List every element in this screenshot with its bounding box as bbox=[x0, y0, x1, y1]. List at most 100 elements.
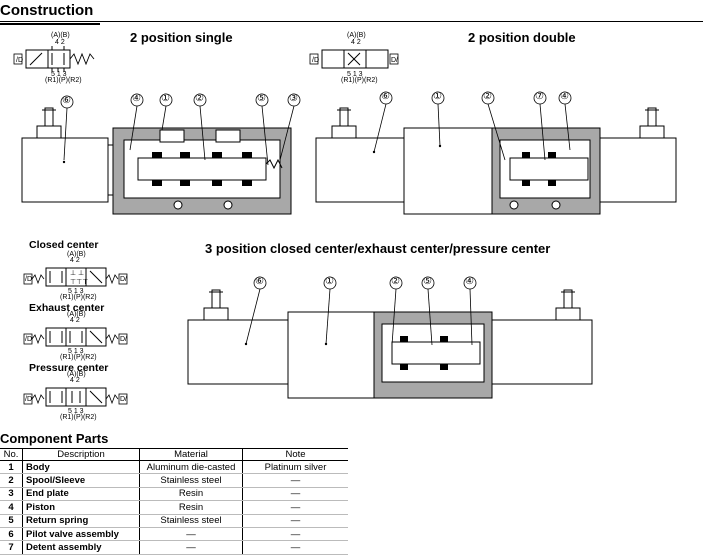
callout-single-1: ① bbox=[161, 93, 170, 104]
callout-three-2: ② bbox=[391, 276, 400, 287]
cell-material: — bbox=[139, 540, 243, 555]
cell-material: Aluminum die-casted bbox=[139, 460, 243, 475]
cell-desc: End plate bbox=[22, 487, 140, 502]
label-exhaust-center: Exhaust center bbox=[29, 302, 105, 314]
symbol-top-nums: 4 2 bbox=[55, 39, 65, 46]
symbol-bottom-ports: (R1)(P)(R2) bbox=[341, 77, 378, 84]
cell-material: Stainless steel bbox=[139, 514, 243, 528]
callout-three-4: ④ bbox=[465, 276, 474, 287]
cell-note: — bbox=[242, 487, 348, 502]
symbol-top-ports: (A)(B) bbox=[67, 371, 86, 378]
page-title: Construction bbox=[0, 2, 94, 19]
symbol-bottom-nums: 5 1 3 bbox=[68, 348, 84, 355]
cell-no: 6 bbox=[0, 527, 23, 542]
symbol-top-ports: (A)(B) bbox=[67, 251, 86, 258]
symbol-top-ports: (A)(B) bbox=[347, 32, 366, 39]
svg-text:D/: D/ bbox=[120, 276, 127, 283]
svg-text:D/: D/ bbox=[120, 336, 127, 343]
cell-no: 7 bbox=[0, 540, 23, 555]
svg-text:⊥ ⊥: ⊥ ⊥ bbox=[70, 270, 84, 277]
symbol-2-position-double: (A)(B) 4 2 /D D/ 5 1 3 (R1)(P)(R2) bbox=[308, 32, 418, 84]
symbol-bottom-nums: 5 1 3 bbox=[68, 408, 84, 415]
symbol-bottom-ports: (R1)(P)(R2) bbox=[45, 77, 82, 84]
callout-double-7: ⑦ bbox=[535, 91, 544, 102]
cell-note: — bbox=[242, 473, 348, 488]
cell-note: — bbox=[242, 527, 348, 542]
label-pressure-center: Pressure center bbox=[29, 362, 109, 374]
cell-material: — bbox=[139, 527, 243, 542]
symbol-bottom-ports: (R1)(P)(R2) bbox=[60, 354, 97, 361]
label-2-position-double: 2 position double bbox=[468, 30, 576, 45]
callout-single-5: ⑤ bbox=[257, 93, 266, 104]
callout-double-6: ⑥ bbox=[381, 91, 390, 102]
svg-text:/D: /D bbox=[25, 396, 32, 403]
cell-note: — bbox=[242, 500, 348, 515]
label-3-position: 3 position closed center/exhaust center/… bbox=[205, 241, 551, 256]
symbol-bottom-nums: 5 1 3 bbox=[68, 288, 84, 295]
cell-note: — bbox=[242, 540, 348, 555]
svg-text:/D: /D bbox=[312, 57, 319, 64]
parts-header-row: No. Description Material Note bbox=[0, 448, 348, 461]
symbol-bottom-ports: (R1)(P)(R2) bbox=[60, 414, 97, 421]
header-note: Note bbox=[242, 448, 348, 461]
symbol-closed-center: (A)(B) 4 2 /D ⊥ ⊥⊤⊤⊤ D/ 5 1 3 (R1)(P)(R2… bbox=[22, 250, 132, 301]
title-underline bbox=[0, 23, 100, 25]
cell-desc: Pilot valve assembly bbox=[22, 527, 140, 542]
cell-no: 1 bbox=[0, 460, 23, 475]
symbol-pressure-center: (A)(B) 4 2 /D D/ 5 1 3 (R1)(P)(R2) bbox=[22, 370, 132, 421]
callout-single-3: ③ bbox=[289, 93, 298, 104]
symbol-top-nums: 4 2 bbox=[351, 39, 361, 46]
callout-three-5: ⑤ bbox=[423, 276, 432, 287]
cell-no: 5 bbox=[0, 514, 23, 528]
label-closed-center: Closed center bbox=[29, 239, 99, 251]
title-rule bbox=[0, 21, 703, 22]
symbol-exhaust-center: (A)(B) 4 2 /D D/ 5 1 3 (R1)(P)(R2) bbox=[22, 310, 132, 361]
cell-desc: Detent assembly bbox=[22, 540, 140, 555]
cell-desc: Return spring bbox=[22, 514, 140, 528]
cell-no: 2 bbox=[0, 473, 23, 488]
header-no: No. bbox=[0, 448, 23, 461]
cell-desc: Piston bbox=[22, 500, 140, 515]
cell-desc: Body bbox=[22, 460, 140, 475]
cell-material: Resin bbox=[139, 500, 243, 515]
callout-double-2: ② bbox=[483, 91, 492, 102]
symbol-bottom-nums: 5 1 3 bbox=[347, 71, 363, 78]
svg-text:D/: D/ bbox=[120, 396, 127, 403]
symbol-2-position-single: (A)(B) 4 2 /D 5 1 3 (R1)(P)(R2) bbox=[12, 32, 112, 84]
header-material: Material bbox=[139, 448, 243, 461]
svg-text:/D: /D bbox=[25, 336, 32, 343]
cell-no: 3 bbox=[0, 487, 23, 502]
parts-title: Component Parts bbox=[0, 431, 109, 446]
symbol-top-nums: 4 2 bbox=[70, 377, 80, 384]
cell-no: 4 bbox=[0, 500, 23, 515]
svg-text:D/: D/ bbox=[391, 57, 398, 64]
callout-single-2: ② bbox=[195, 93, 204, 104]
symbol-top-ports: (A)(B) bbox=[51, 32, 70, 39]
symbol-top-nums: 4 2 bbox=[70, 257, 80, 264]
symbol-top-ports: (A)(B) bbox=[67, 311, 86, 318]
callout-double-4: ④ bbox=[560, 91, 569, 102]
callout-single-4: ④ bbox=[132, 93, 141, 104]
cell-note: — bbox=[242, 514, 348, 528]
cell-desc: Spool/Sleeve bbox=[22, 473, 140, 488]
symbol-top-nums: 4 2 bbox=[70, 317, 80, 324]
callout-three-1: ① bbox=[325, 276, 334, 287]
cell-material: Resin bbox=[139, 487, 243, 502]
symbol-bottom-nums: 5 1 3 bbox=[51, 71, 67, 78]
label-2-position-single: 2 position single bbox=[130, 30, 233, 45]
svg-text:/D: /D bbox=[25, 276, 32, 283]
header-description: Description bbox=[22, 448, 140, 461]
callout-double-1: ① bbox=[433, 91, 442, 102]
cell-note: Platinum silver bbox=[242, 460, 348, 475]
